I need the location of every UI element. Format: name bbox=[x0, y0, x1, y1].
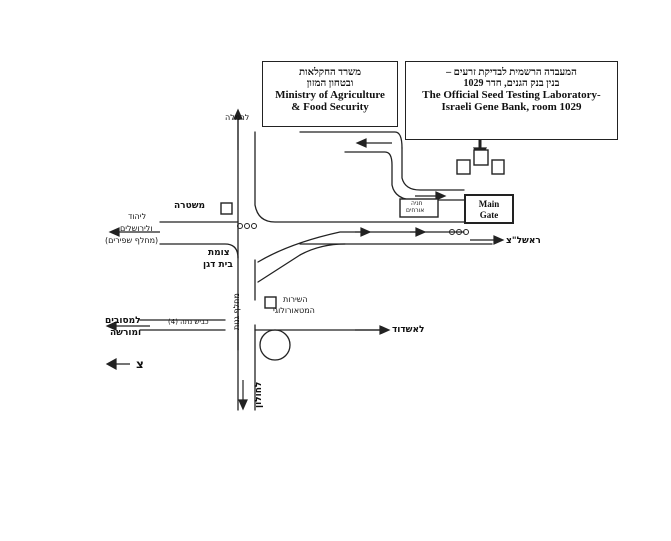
label-rishon: ראשל"צ bbox=[506, 236, 541, 246]
label-ramla: לרמלה bbox=[225, 113, 250, 122]
cloverleaf-loop bbox=[259, 329, 291, 361]
service-road-3 bbox=[401, 147, 465, 191]
label-ashdod: לאשדוד bbox=[392, 325, 425, 335]
signal-6 bbox=[463, 229, 469, 235]
ministry-en-line1: Ministry of Agriculture bbox=[275, 89, 385, 101]
label-meteo2: המטאורולוגי bbox=[273, 306, 315, 315]
parking-box bbox=[399, 198, 439, 218]
lab-box: המעבדה הרשמית לבדיקת זרעים – בנין בנק הג… bbox=[405, 61, 618, 140]
arrow-west-mesubim-head bbox=[105, 321, 117, 331]
ministry-box: משרד החקלאות ובטחון המזון Ministry of Ag… bbox=[262, 61, 398, 127]
gate-line2: Gate bbox=[479, 210, 499, 220]
lab-he-line1: המעבדה הרשמית לבדיקת זרעים – bbox=[446, 67, 577, 78]
label-shapirim: (מחלף שפירים) bbox=[105, 236, 159, 245]
lab-en-line2: Israeli Gene Bank, room 1029 bbox=[441, 101, 582, 113]
label-jerusalem: ולירושלים bbox=[120, 224, 153, 233]
signal-3 bbox=[251, 223, 257, 229]
lab-he-line2: בנין בנק הגנים, חדר 1029 bbox=[463, 78, 560, 89]
police-building bbox=[220, 202, 233, 215]
label-parking1: חניה bbox=[411, 200, 423, 207]
label-junction1: צומת bbox=[208, 248, 230, 258]
signal-5 bbox=[456, 229, 462, 235]
north-arrow-head bbox=[105, 357, 117, 371]
service-road-2 bbox=[344, 151, 465, 201]
lab-building-right bbox=[491, 159, 505, 175]
service-road-1 bbox=[299, 131, 403, 149]
arrow-north-head bbox=[233, 108, 243, 120]
ramp-2 bbox=[257, 243, 346, 283]
road-north-right bbox=[254, 131, 465, 223]
label-ganot: מחלף גנות bbox=[232, 293, 241, 330]
arrow-east-ashdod-head bbox=[379, 325, 391, 335]
label-lod: ליהוד bbox=[128, 212, 147, 221]
label-road4: כביש נתה (4) bbox=[168, 318, 209, 326]
label-mesubim1: למסובים bbox=[105, 316, 141, 326]
arrow-service-1-head bbox=[355, 138, 367, 148]
ramp-1 bbox=[257, 231, 465, 263]
lab-en-line1: The Official Seed Testing Laboratory- bbox=[422, 89, 601, 101]
arrow-ramp-2-head bbox=[415, 227, 427, 237]
main-gate-box: Main Gate bbox=[464, 194, 514, 224]
arrow-service-2-head bbox=[435, 191, 447, 201]
label-parking2: אורחים bbox=[406, 207, 425, 214]
arrow-south-head bbox=[238, 399, 248, 411]
gate-line1: Main bbox=[478, 199, 500, 209]
arrow-east-head bbox=[493, 235, 505, 245]
label-meteo1: השירות bbox=[283, 295, 308, 304]
label-holon: לחולון bbox=[254, 381, 264, 408]
arrow-west-lod-head bbox=[108, 227, 120, 237]
ministry-he-line2: ובטחון המזון bbox=[306, 78, 354, 89]
label-police: משטרה bbox=[174, 201, 206, 211]
label-mesubim2: ומורשה bbox=[110, 328, 142, 338]
signal-2 bbox=[244, 223, 250, 229]
label-north: צ bbox=[136, 357, 144, 371]
signal-4 bbox=[449, 229, 455, 235]
meteo-building bbox=[264, 296, 277, 309]
lab-building-center bbox=[473, 149, 489, 166]
arrow-ramp-1-head bbox=[360, 227, 372, 237]
road-west-lower bbox=[159, 243, 239, 259]
lab-building-left bbox=[456, 159, 471, 175]
ministry-he-line1: משרד החקלאות bbox=[298, 67, 361, 78]
signal-1 bbox=[237, 223, 243, 229]
label-junction2: בית דגן bbox=[203, 260, 233, 270]
ministry-en-line2: & Food Security bbox=[291, 101, 369, 113]
